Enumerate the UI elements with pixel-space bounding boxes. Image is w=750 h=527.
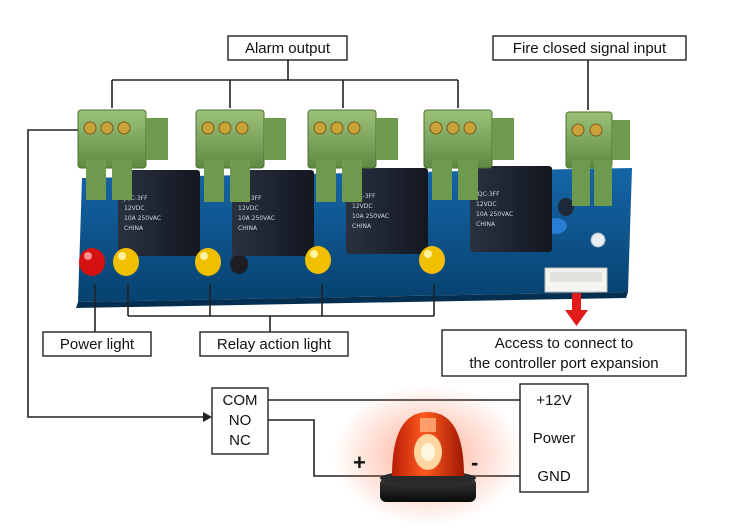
power-label: Power xyxy=(533,430,576,447)
relay-led-4 xyxy=(419,246,445,274)
relay-led-1 xyxy=(113,248,139,276)
svg-text:12VDC: 12VDC xyxy=(476,201,497,208)
svg-text:12VDC: 12VDC xyxy=(238,205,259,212)
power-supply-box: +12V Power GND xyxy=(519,383,589,493)
wire-arrowhead xyxy=(203,412,212,422)
leds xyxy=(79,246,445,276)
svg-text:10A 250VAC: 10A 250VAC xyxy=(476,211,513,218)
plus-sign: + xyxy=(353,450,366,475)
svg-text:12VDC: 12VDC xyxy=(352,203,373,210)
relay-light-bracket xyxy=(127,284,435,332)
svg-text:Power light: Power light xyxy=(60,336,135,353)
svg-text:Alarm output: Alarm output xyxy=(245,40,331,57)
svg-text:CHINA: CHINA xyxy=(124,225,144,232)
svg-text:the controller port expansion: the controller port expansion xyxy=(469,355,658,372)
svg-text:CHINA: CHINA xyxy=(476,221,496,228)
svg-text:JQC-3FF: JQC-3FF xyxy=(475,191,500,198)
terminal-block-alarm-4 xyxy=(423,109,514,200)
relay-1 xyxy=(118,170,200,256)
relay-4 xyxy=(470,166,552,252)
relay-contact-box: COM NO NC xyxy=(211,387,269,455)
label-fire-input: Fire closed signal input xyxy=(492,35,687,61)
relay-led-3 xyxy=(305,246,331,274)
svg-text:CHINA: CHINA xyxy=(238,225,258,232)
label-expansion-access: Access to connect to the controller port… xyxy=(441,329,687,377)
no-label: NO xyxy=(229,412,252,429)
svg-text:Fire closed signal input: Fire closed signal input xyxy=(513,40,667,57)
terminal-block-alarm-3 xyxy=(307,109,398,202)
relays xyxy=(118,166,552,256)
terminal-block-fire-input xyxy=(565,111,630,206)
alarm-output-bracket xyxy=(111,60,459,108)
plus12v-label: +12V xyxy=(536,392,571,409)
power-led xyxy=(79,248,105,276)
svg-text:JQC-3FF: JQC-3FF xyxy=(123,195,148,202)
relay-led-2 xyxy=(195,248,221,276)
relay-3 xyxy=(346,168,428,254)
expansion-arrow xyxy=(565,293,588,326)
gnd-label: GND xyxy=(537,468,571,485)
svg-text:10A 250VAC: 10A 250VAC xyxy=(124,215,161,222)
svg-text:Relay action light: Relay action light xyxy=(217,336,332,353)
com-label: COM xyxy=(223,392,258,409)
terminal-blocks xyxy=(77,109,630,206)
svg-text:CHINA: CHINA xyxy=(352,223,372,230)
svg-text:10A 250VAC: 10A 250VAC xyxy=(238,215,275,222)
terminal-block-alarm-1 xyxy=(77,109,168,200)
label-power-light: Power light xyxy=(42,331,152,357)
alarm-beacon xyxy=(333,385,523,525)
relay-2 xyxy=(232,170,314,256)
svg-text:12VDC: 12VDC xyxy=(124,205,145,212)
nc-label: NC xyxy=(229,432,251,449)
terminal-block-alarm-2 xyxy=(195,109,286,202)
svg-text:Access to connect to: Access to connect to xyxy=(495,335,633,352)
label-alarm-output: Alarm output xyxy=(227,35,348,61)
label-relay-action-light: Relay action light xyxy=(199,331,349,357)
minus-sign: - xyxy=(471,450,478,475)
svg-text:10A 250VAC: 10A 250VAC xyxy=(352,213,389,220)
svg-text:JQC-3FF: JQC-3FF xyxy=(351,193,376,200)
